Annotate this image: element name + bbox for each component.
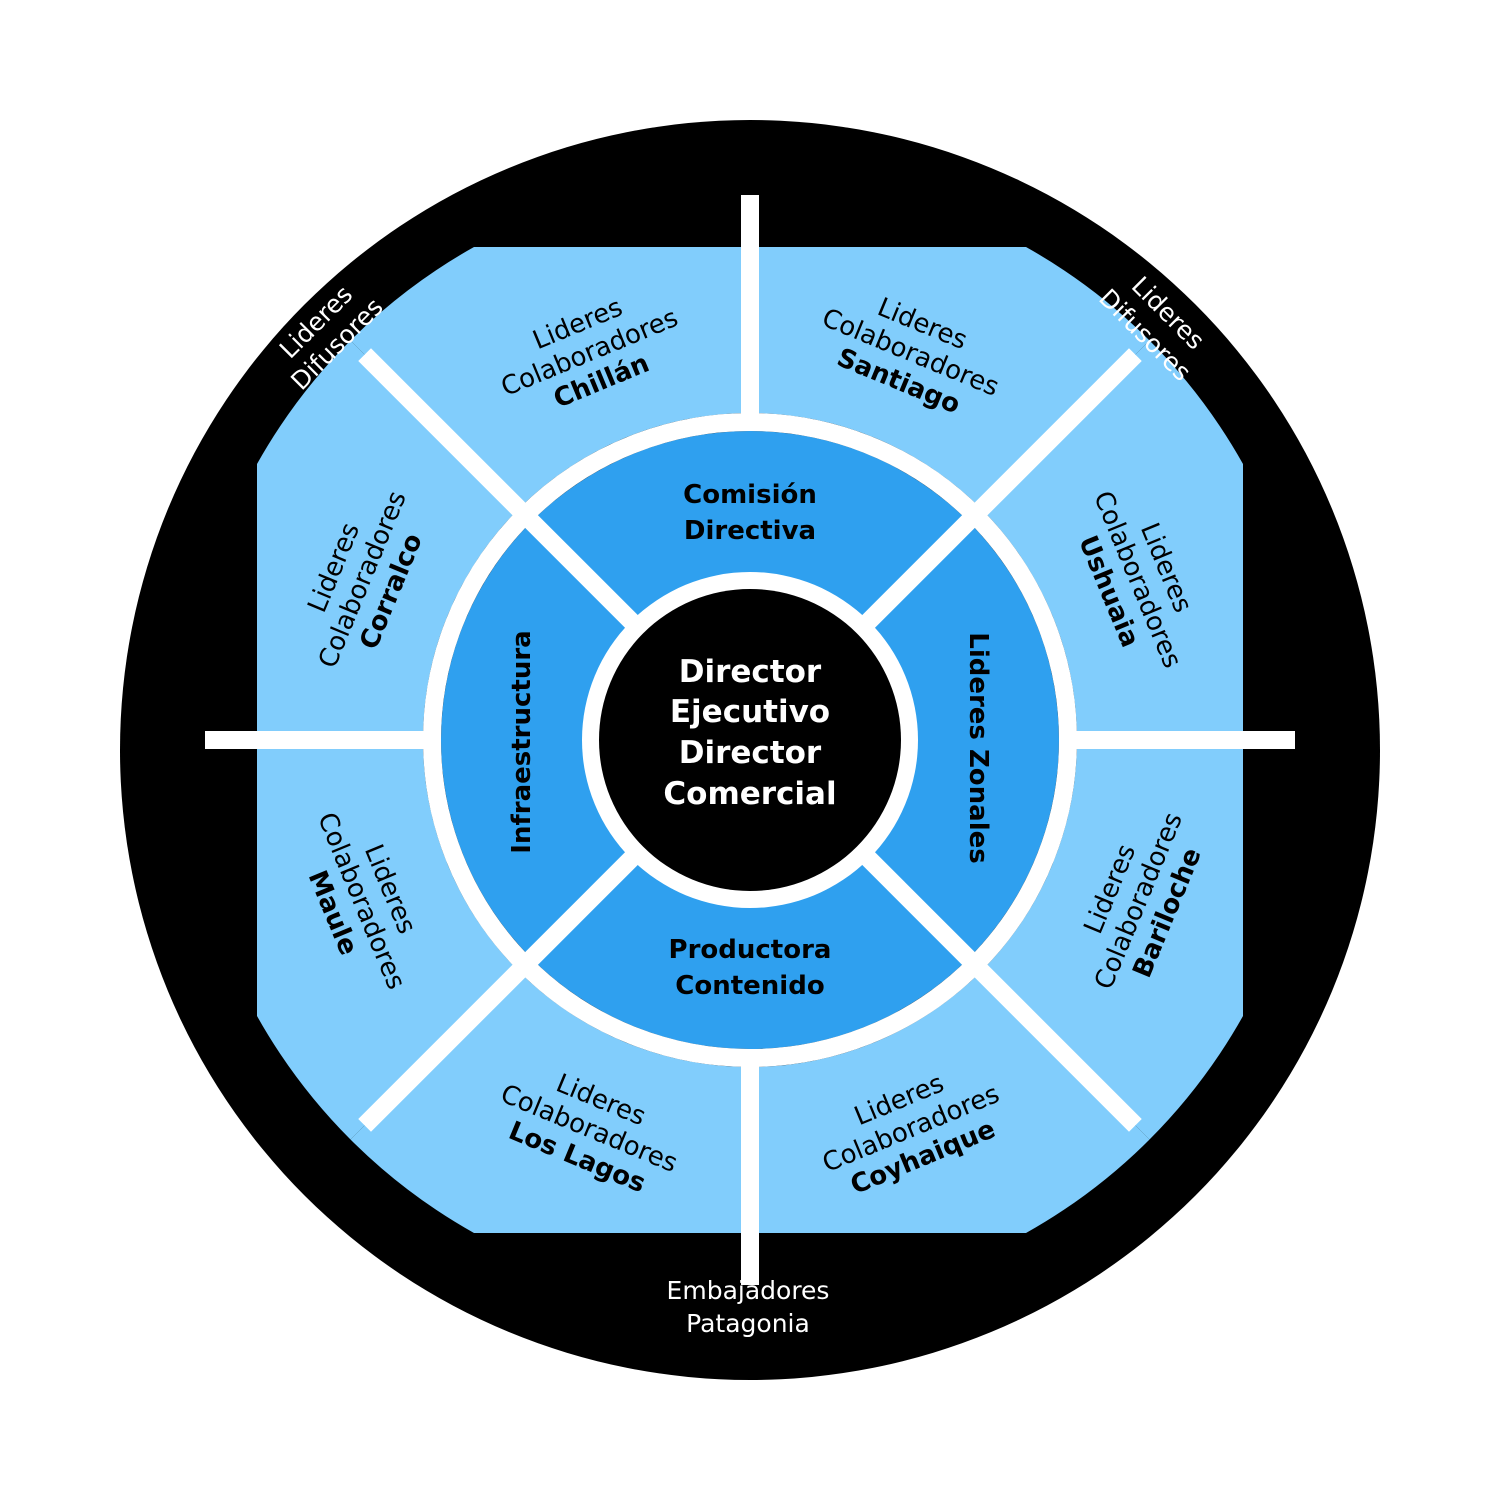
diagonal-divider: [358, 348, 650, 640]
inner-label-lideres-zonales: Lideres Zonales: [963, 632, 993, 864]
ring-separator: [423, 413, 1077, 1067]
outer-sector-santiago: [750, 247, 1150, 509]
inner-sector-infraestructura: [441, 521, 644, 959]
outer-sector-chillan: [350, 247, 750, 509]
inner-label-infraestructura: Infraestructura: [507, 630, 537, 853]
outer-sector-coyhaique: [750, 971, 1150, 1233]
outer-sector-ushuaia: [981, 340, 1243, 740]
inner-sectors: [441, 431, 1059, 1049]
inner-label-contenido: Contenido: [675, 971, 824, 1001]
inner-label-productora: Productora: [669, 935, 832, 965]
outer-sectors: [257, 247, 1243, 1233]
center-circle: [599, 589, 901, 891]
ring-label-bottom-line-1: Embajadores: [667, 1276, 830, 1305]
outer-sector-maule: [257, 740, 519, 1140]
inner-label-comision: Comisión: [683, 480, 817, 510]
center-label-line-2: Ejecutivo: [670, 694, 830, 730]
diagonal-divider: [850, 840, 1142, 1132]
center-label-line-3: Director: [679, 735, 822, 771]
inner-sector-productora-contenido: [531, 846, 969, 1049]
center-label-line-4: Comercial: [663, 776, 836, 812]
separators: [205, 195, 1295, 1285]
diagonal-divider: [358, 840, 650, 1132]
center-label-line-1: Director: [679, 654, 822, 690]
inner-label-directiva: Directiva: [684, 516, 816, 546]
outer-sector-bariloche: [981, 740, 1243, 1140]
outer-sector-corralco: [257, 340, 519, 740]
outer-sector-los-lagos: [350, 971, 750, 1233]
inner-sector-lideres-zonales: [856, 521, 1059, 959]
inner-sector-comision-directiva: [531, 431, 969, 634]
ring-label-bottom-line-2: Patagonia: [686, 1309, 810, 1338]
diagonal-divider: [850, 348, 1142, 640]
